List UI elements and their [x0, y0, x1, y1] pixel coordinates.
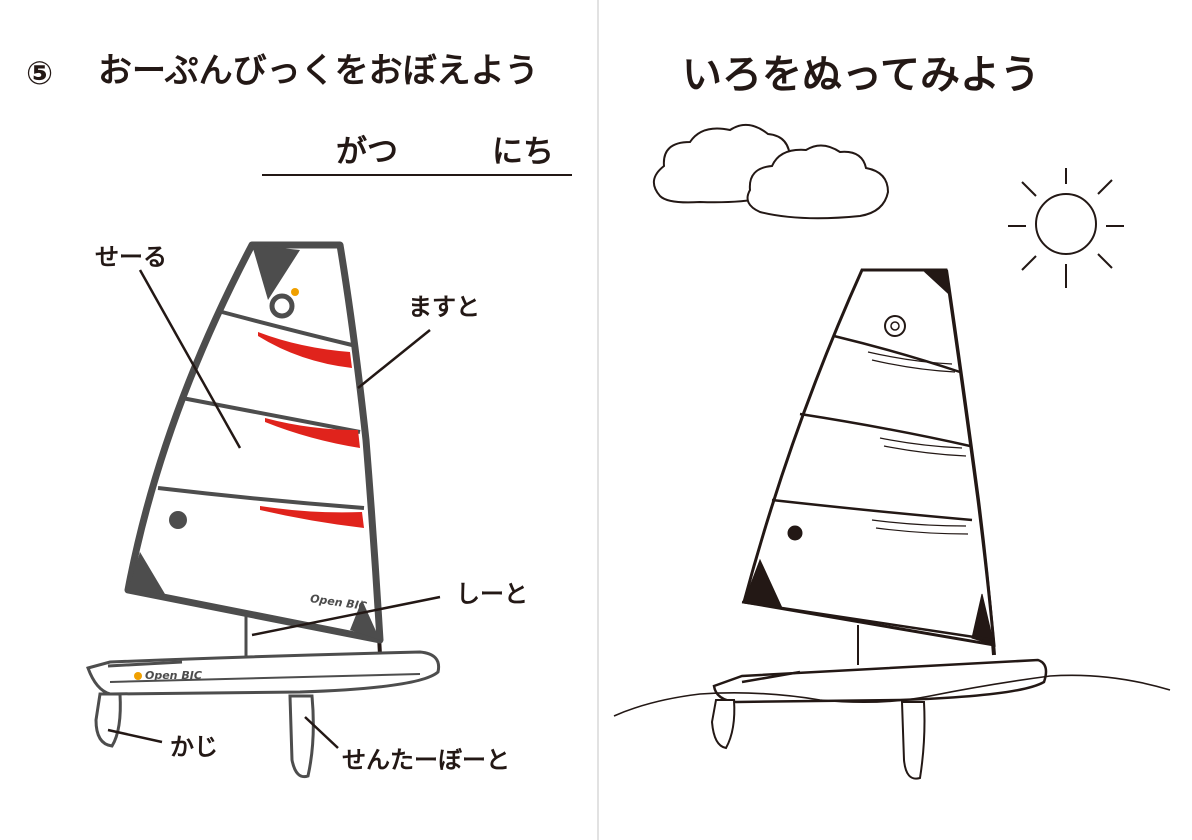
sun-icon — [1008, 168, 1124, 288]
date-day-label: にち — [492, 137, 554, 168]
sail-label: せーる — [95, 245, 167, 269]
sheet-label: しーと — [456, 582, 528, 606]
mast-label: ますと — [408, 295, 480, 319]
sail — [744, 270, 994, 645]
centerboard-label: せんたーぼーと — [342, 748, 510, 772]
section-number: ⑤ — [26, 57, 53, 89]
rudder — [96, 694, 120, 746]
rudder-label: かじ — [170, 735, 218, 759]
right-boat-outline — [614, 270, 1170, 779]
hull-logo-text: Open BIC — [145, 669, 202, 682]
date-month-label: がつ — [336, 137, 398, 168]
centerboard — [290, 696, 313, 777]
left-boat-illustration — [88, 245, 439, 777]
left-page-title: おーぷんびっくをおぼえよう — [98, 54, 539, 88]
right-page-title: いろをぬってみよう — [682, 55, 1040, 95]
cloud-icon — [654, 125, 888, 218]
